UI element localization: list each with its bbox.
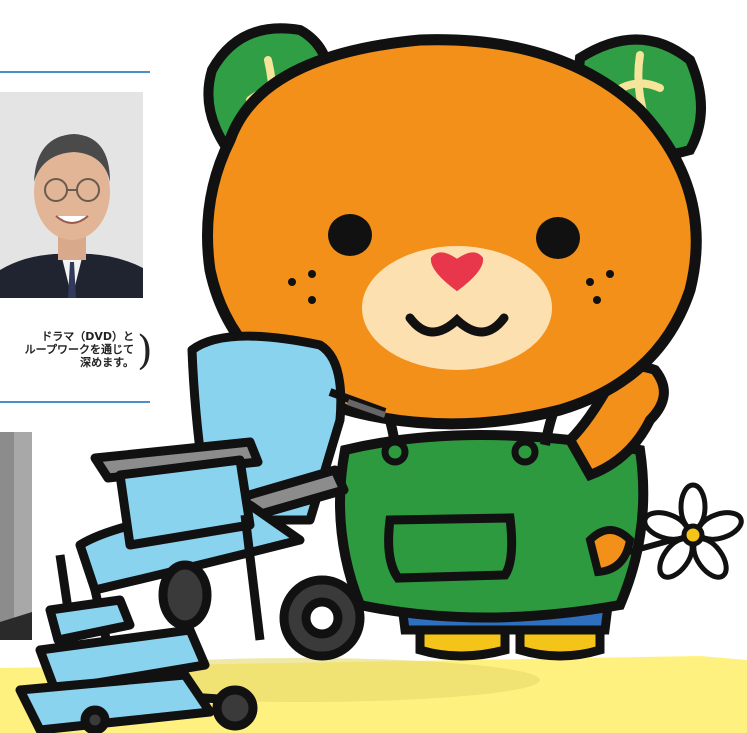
mascot-body <box>335 391 649 661</box>
caption-line-2: ループワークを通じて <box>24 343 134 356</box>
mascot-arm <box>563 361 669 482</box>
middle-rule <box>0 401 150 403</box>
portrait-photo <box>0 92 143 298</box>
second-portrait-image <box>0 432 32 640</box>
mascot-head <box>202 23 706 430</box>
wheelchair-icon <box>15 331 387 733</box>
second-portrait-photo <box>0 432 32 640</box>
flower-icon <box>585 482 744 580</box>
caption-line-1: ドラマ（DVD）と <box>41 330 134 343</box>
man-portrait-image <box>0 92 143 298</box>
caption-bracket: ) <box>137 328 153 374</box>
top-rule <box>0 71 150 73</box>
caption-line-3: 深めます。 <box>80 356 134 369</box>
caption-text: ドラマ（DVD）と ループワークを通じて 深めます。 <box>0 330 160 369</box>
